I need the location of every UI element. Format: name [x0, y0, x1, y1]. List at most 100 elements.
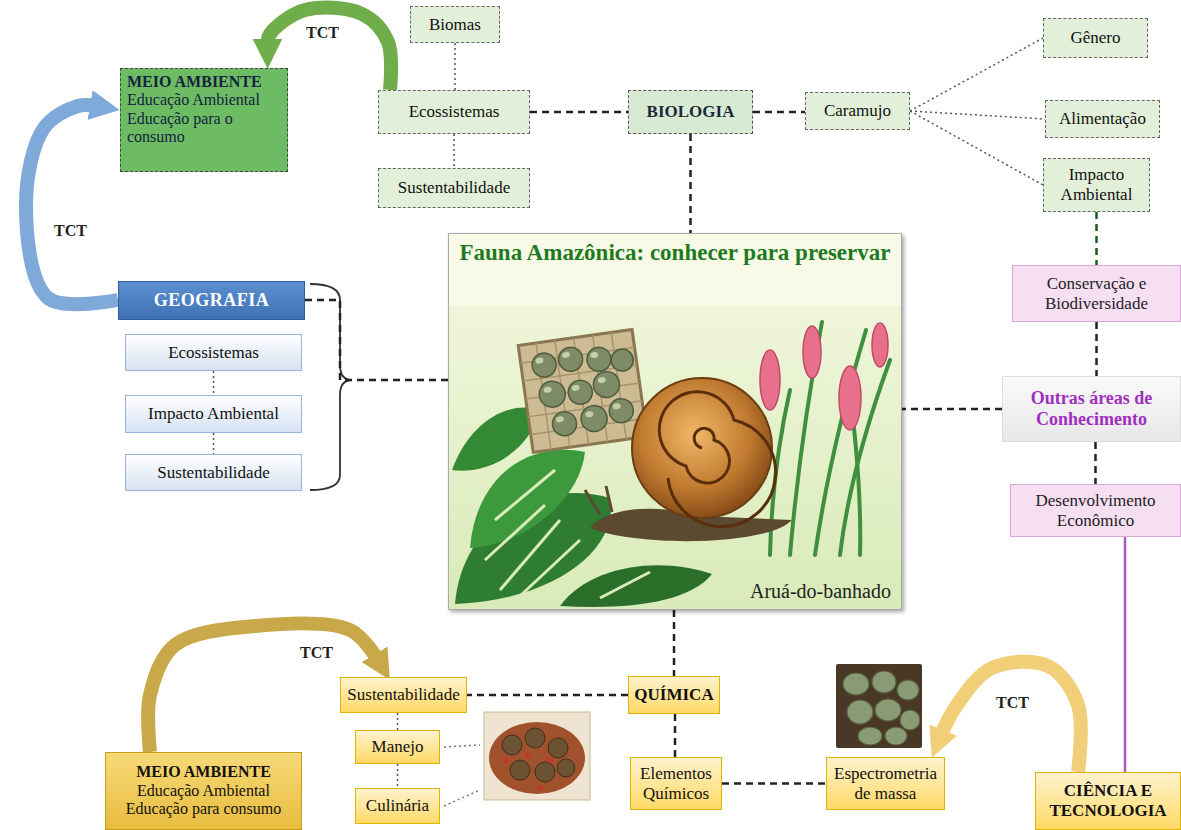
snail-photo	[847, 700, 873, 724]
node-text: Ecossistemas	[168, 343, 259, 363]
connector-line	[674, 714, 677, 757]
connector-line	[753, 111, 805, 114]
node-text: MEIO AMBIENTE	[127, 73, 262, 91]
dish-photo	[502, 735, 522, 755]
central-illustration	[449, 234, 901, 306]
basket-drawing	[518, 329, 647, 452]
basket-drawing	[585, 411, 594, 418]
node-text: Impacto Ambiental	[148, 404, 279, 424]
dish-photo	[503, 753, 553, 791]
snail-photo	[843, 671, 920, 745]
topic-box: Ecossistemas	[378, 90, 530, 134]
connector-line	[453, 134, 455, 168]
basket-drawing	[571, 384, 580, 391]
snail-drawing	[659, 392, 775, 527]
node-text: Sustentabilidade	[347, 685, 459, 705]
node-text: Ecossistemas	[409, 102, 500, 122]
connector-line	[530, 111, 628, 114]
leaf-drawing	[560, 565, 712, 607]
snail-photo	[872, 671, 896, 693]
basket-drawing	[612, 403, 621, 410]
basket-drawing	[530, 339, 642, 439]
snail-photo	[900, 710, 920, 730]
dish-photo	[548, 738, 568, 758]
grass-drawing	[815, 330, 866, 555]
node-text: Manejo	[372, 737, 424, 757]
egg-cluster-drawing	[760, 350, 780, 410]
basket-drawing	[535, 345, 622, 424]
connector-line	[213, 433, 215, 454]
basket-drawing	[590, 351, 599, 358]
connector-line	[397, 713, 399, 730]
node-subtext: Educação para o consumo	[127, 110, 281, 147]
node-text: Caramujo	[824, 101, 891, 121]
dish-photo	[484, 712, 590, 800]
snail-photo	[897, 680, 919, 700]
node-subtext: Educação Ambiental	[137, 782, 270, 800]
basket-drawing	[608, 397, 635, 424]
subject-box: GEOGRAFIA	[118, 281, 305, 320]
grass-drawing	[790, 322, 822, 555]
leader-line	[444, 745, 480, 747]
node-text: Gênero	[1070, 28, 1120, 48]
connector-line	[454, 43, 456, 90]
node-text: QUÍMICA	[634, 685, 713, 705]
node-text: Espectrometria de massa	[832, 764, 939, 803]
basket-drawing	[579, 404, 608, 433]
theme-box: MEIO AMBIENTEEducação AmbientalEducação …	[120, 68, 288, 172]
basket-drawing	[551, 410, 578, 437]
connector-line	[910, 111, 1043, 185]
connector-line	[305, 300, 448, 380]
dish-photo	[484, 712, 590, 800]
basket-drawing	[518, 329, 647, 452]
topic-box: Sustentabilidade	[378, 168, 530, 208]
node-subtext: Educação para consumo	[126, 800, 281, 818]
topic-box: Biomas	[410, 6, 500, 43]
node-text: Elementos Químicos	[636, 764, 716, 803]
topic-box: Ecossistemas	[125, 334, 302, 371]
central-theme-box: Fauna Amazônica: conhecer para preservar…	[448, 233, 902, 610]
snail-photo	[858, 727, 882, 745]
central-illustration	[448, 233, 902, 610]
bracket	[310, 284, 352, 490]
node-text: Culinária	[366, 796, 429, 816]
dish-photo	[535, 762, 555, 782]
topic-box: Manejo	[355, 730, 440, 764]
node-text: Impacto Ambiental	[1049, 165, 1144, 204]
basket-drawing	[610, 348, 635, 373]
connector-line	[910, 38, 1043, 111]
dish-photo	[525, 728, 545, 748]
basket-drawing	[518, 329, 647, 452]
basket-drawing	[531, 351, 558, 378]
connector-line	[673, 610, 676, 676]
snail-drawing	[585, 486, 612, 515]
node-subtext: Aruá-do-banhado	[459, 580, 891, 603]
basket-drawing	[585, 346, 612, 373]
connector-line	[910, 111, 1045, 119]
leader-line	[444, 745, 480, 806]
egg-cluster-drawing	[803, 326, 821, 378]
basket-drawing	[543, 386, 552, 393]
bracket	[310, 284, 352, 490]
topic-box: Caramujo	[805, 92, 910, 130]
node-text: Outras áreas de Conhecimento	[1008, 388, 1175, 429]
dish-photo	[503, 757, 509, 763]
basket-drawing	[592, 370, 621, 399]
connector-line	[722, 782, 826, 785]
basket-drawing	[597, 377, 606, 384]
egg-cluster-drawing	[872, 323, 888, 367]
snail-photo	[843, 673, 869, 695]
node-text: Sustentabilidade	[398, 178, 510, 198]
node-text: MEIO AMBIENTE	[136, 763, 271, 781]
node-text: Sustentabilidade	[157, 463, 269, 483]
topic-box: Desenvolvimento Econômico	[1010, 484, 1181, 537]
theme-box: MEIO AMBIENTEEducação AmbientalEducação …	[105, 752, 302, 830]
edge-label: TCT	[996, 694, 1029, 712]
tct-arrow	[941, 662, 1081, 772]
connector-line	[213, 371, 215, 395]
basket-drawing	[538, 379, 567, 408]
subject-box: Outras áreas de Conhecimento	[1002, 376, 1181, 442]
dish-photo	[547, 757, 553, 763]
topic-box: Elementos Químicos	[630, 757, 722, 810]
topic-box: Conservação e Biodiversidade	[1012, 265, 1181, 322]
